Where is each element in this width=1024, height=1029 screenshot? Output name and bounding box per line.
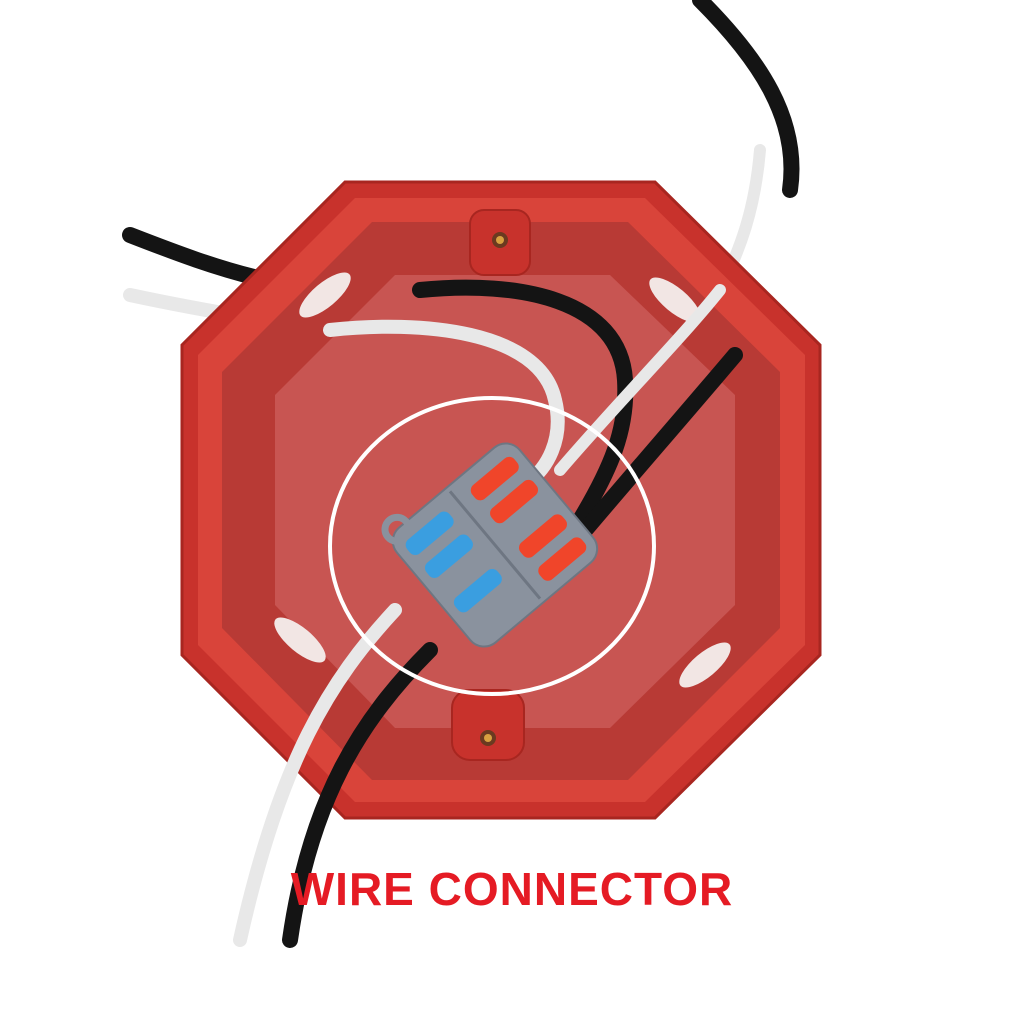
mounting-tab-bottom xyxy=(451,689,525,761)
wire-connector xyxy=(381,442,599,648)
mounting-tab-top xyxy=(469,209,531,276)
highlight-circle xyxy=(328,396,656,696)
knockout-slots xyxy=(274,272,731,688)
caption-title: WIRE CONNECTOR xyxy=(290,863,734,915)
